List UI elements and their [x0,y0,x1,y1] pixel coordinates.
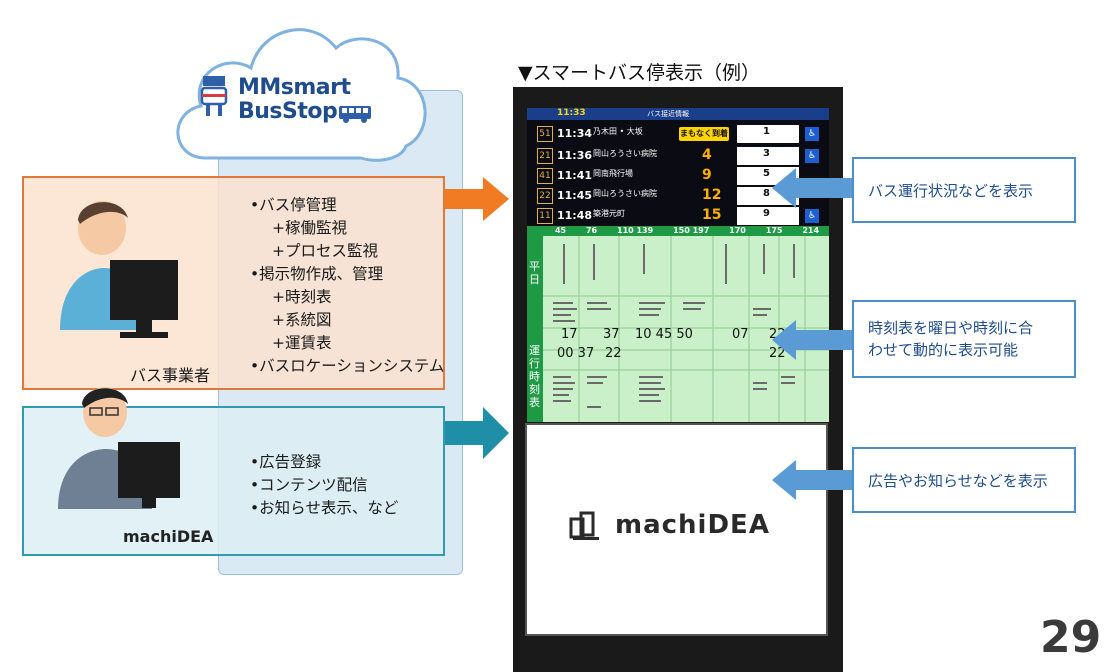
machidea-avatar-icon [40,374,190,528]
wheelchair-icon: ♿ [805,209,819,223]
list-item: +系統図 [272,311,332,329]
cloud-shape [176,28,427,162]
wheelchair-icon: ♿ [805,127,819,141]
route-header-bar [527,226,829,236]
callout-arrow-icon [772,320,854,360]
departure-time: 11:45 [557,189,593,202]
minutes-away: 4 [702,147,712,163]
status-cell [737,125,799,143]
route-header-cell: 175 [765,226,783,235]
route-header-cell: 150 197 [673,226,710,235]
route-header-cell: 45 [554,226,567,235]
bus-approach-screen: 11:33 バス接近情報 51 11:34 乃木田 • 大坂 まもなく到着 1 … [527,108,829,226]
list-item: +稼働監視 [272,219,347,237]
timetable-minutes: 17 [561,327,578,342]
machidea-feature-list: •広告登録 •コンテンツ配信 •お知らせ表示、など [250,451,398,520]
list-item: +時刻表 [272,288,332,306]
advertisement-screen: machiDEA [525,423,828,636]
bus-icon [338,104,372,128]
route-number: 11 [537,208,553,224]
route-header-cell: 214 [802,226,820,235]
route-number: 22 [537,188,553,204]
timetable-minutes: 22 [605,346,622,361]
side-label-bar [527,236,543,422]
display-example-title: ▼スマートバス停表示（例） [518,62,761,84]
list-item: •広告登録 [250,453,322,471]
route-number-row: 45 76 110 139 150 197 170 175 214 [545,226,829,236]
status-cell [737,207,799,225]
stop-count: 1 [763,126,770,137]
stop-count: 8 [763,188,770,199]
operator-feature-list: •バス停管理 +稼働監視 +プロセス監視 •掲示物作成、管理 +時刻表 +系統図… [250,194,444,378]
route-header-cell: 76 [585,226,598,235]
list-item: •バスロケーションシステム [250,357,445,375]
orange-arrow-icon [445,177,509,221]
screen-header-title: バス接近情報 [647,110,689,118]
callout-ads: 広告やお知らせなどを表示 [852,447,1076,513]
bus-row: 11 11:48 築港元町 15 9 ♿ [527,206,829,226]
callout-status: バス運行状況などを表示 [852,157,1076,223]
timetable-minutes: 07 [732,327,749,342]
machidea-caption: machiDEA [123,527,214,546]
stop-count: 5 [763,168,770,179]
ad-logo-text: machiDEA [615,510,770,540]
bus-row: 22 11:45 岡山ろうさい病院 12 8 [527,186,829,206]
departure-time: 11:34 [557,127,593,140]
destination: 築港元町 [593,209,625,218]
current-time: 11:33 [557,108,586,118]
machidea-logo-icon [569,511,599,540]
bus-operator-avatar-icon [40,190,190,354]
timetable-grid [543,236,829,422]
list-item: •バス停管理 [250,196,337,214]
departure-time: 11:41 [557,169,593,182]
destination: 岡山ろうさい病院 [593,149,657,158]
timetable-screen: 45 76 110 139 150 197 170 175 214 平日 運行時… [527,226,829,422]
minutes-away: 12 [702,187,722,203]
list-item: •コンテンツ配信 [250,476,368,494]
arriving-soon-badge: まもなく到着 [679,127,729,141]
minutes-away: 15 [702,207,722,223]
timetable-minutes: 00 37 [557,346,595,361]
status-cell [737,147,799,165]
timetable-minutes: 37 [603,327,620,342]
destination: 岡南飛行場 [593,169,633,178]
list-item: +プロセス監視 [272,242,378,260]
stop-count: 3 [763,148,770,159]
departure-time: 11:48 [557,209,593,222]
list-item: +運賃表 [272,334,332,352]
timetable-minutes: 22 [769,346,786,361]
screen-header-bar: 11:33 バス接近情報 [527,108,829,120]
list-item: •掲示物作成、管理 [250,265,384,283]
callout-arrow-icon [772,460,854,500]
product-logo-text: MMsmart BusStop [238,75,351,124]
route-number: 41 [537,168,553,184]
busstop-logo-icon [200,74,228,118]
route-number: 21 [537,148,553,164]
wheelchair-icon: ♿ [805,149,819,163]
stop-count: 9 [763,208,770,219]
weekday-label: 平日 [529,260,540,286]
destination: 岡山ろうさい病院 [593,189,657,198]
callout-arrow-icon [772,168,854,208]
route-number: 51 [537,126,553,142]
minutes-away: 9 [702,167,712,183]
list-item: •お知らせ表示、など [250,499,399,517]
page-number: 29 [1040,612,1102,663]
departure-time: 11:36 [557,149,593,162]
bus-row: 21 11:36 岡山ろうさい病院 4 3 ♿ [527,146,829,166]
route-header-cell: 110 139 [617,226,654,235]
teal-arrow-icon [445,407,509,459]
route-header-cell: 170 [729,226,746,235]
callout-line: わせて動的に表示可能 [868,341,1019,359]
bus-row: 51 11:34 乃木田 • 大坂 まもなく到着 1 ♿ [527,124,829,144]
timetable-minutes: 10 45 50 [635,327,693,342]
callout-timetable: 時刻表を曜日や時刻に合 わせて動的に表示可能 [852,300,1076,378]
destination: 乃木田 • 大坂 [593,127,643,136]
callout-line: 時刻表を曜日や時刻に合 [868,319,1034,337]
timetable-label: 運行時刻表 [529,344,540,409]
bus-operator-caption: バス事業者 [130,366,211,385]
